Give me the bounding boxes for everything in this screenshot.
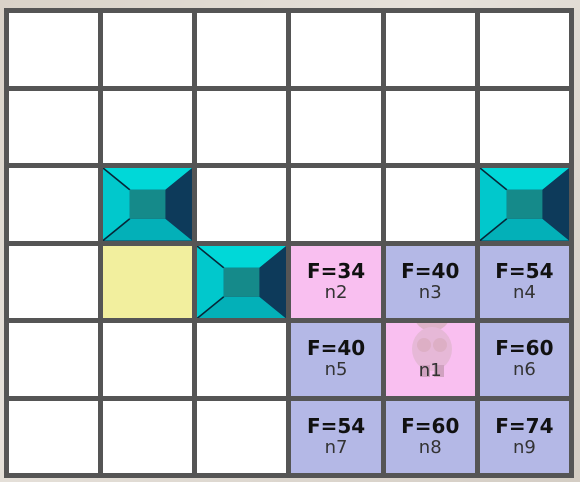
empty-cell[interactable] (103, 13, 193, 86)
empty-cell[interactable] (197, 323, 287, 396)
node-label: n1 (418, 359, 442, 381)
beveled-block-icon (479, 168, 569, 241)
goal-cell[interactable] (103, 245, 193, 318)
f-value: F=60 (495, 336, 554, 361)
f-value: F=40 (401, 258, 460, 283)
empty-cell[interactable] (197, 400, 287, 473)
empty-cell[interactable] (9, 90, 99, 163)
empty-cell[interactable] (103, 90, 193, 163)
empty-cell[interactable] (9, 245, 99, 318)
node-label: n9 (512, 436, 536, 458)
empty-cell[interactable] (385, 90, 475, 163)
wall-cell[interactable] (103, 168, 193, 241)
empty-cell[interactable] (9, 400, 99, 473)
f-value: F=54 (306, 413, 366, 438)
empty-cell[interactable] (103, 400, 193, 473)
node-label: n5 (324, 359, 348, 381)
empty-cell[interactable] (479, 13, 569, 86)
beveled-block-icon (197, 245, 287, 318)
empty-cell[interactable] (291, 168, 381, 241)
empty-cell[interactable] (385, 13, 475, 86)
node-label: n6 (512, 359, 536, 381)
f-value: F=54 (495, 258, 554, 283)
wall-cell[interactable] (197, 245, 287, 318)
node-label: n7 (324, 436, 348, 458)
empty-cell[interactable] (291, 90, 381, 163)
f-value: F=40 (306, 336, 366, 361)
empty-cell[interactable] (479, 90, 569, 163)
empty-cell[interactable] (9, 168, 99, 241)
empty-cell[interactable] (9, 323, 99, 396)
f-value: F=74 (495, 413, 554, 438)
empty-cell[interactable] (9, 13, 99, 86)
empty-cell[interactable] (103, 323, 193, 396)
node-label: n2 (324, 281, 348, 303)
node-label: n4 (512, 281, 536, 303)
node-label: n3 (418, 281, 442, 303)
beveled-block-icon (103, 168, 193, 241)
f-value: F=34 (306, 258, 366, 283)
node-label: n8 (418, 436, 442, 458)
empty-cell[interactable] (385, 168, 475, 241)
empty-cell[interactable] (291, 13, 381, 86)
empty-cell[interactable] (197, 168, 287, 241)
wall-cell[interactable] (479, 168, 569, 241)
f-value: F=60 (401, 413, 460, 438)
empty-cell[interactable] (197, 13, 287, 86)
empty-cell[interactable] (197, 90, 287, 163)
node-cell-n1[interactable]: n1 (385, 323, 475, 396)
